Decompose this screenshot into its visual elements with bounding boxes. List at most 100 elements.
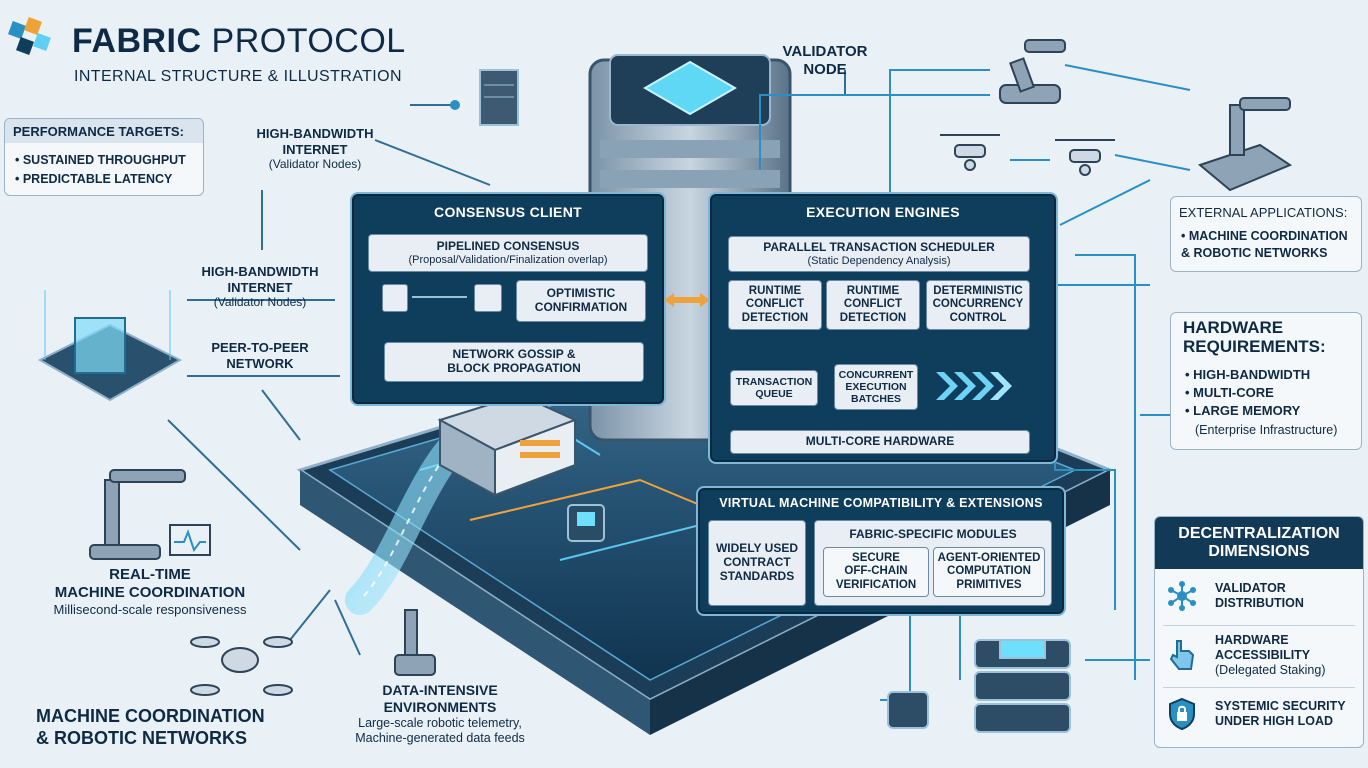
- decentral-item3-line2: UNDER HIGH LOAD: [1215, 714, 1346, 729]
- queue-line2: QUEUE: [755, 388, 792, 400]
- external-item-1: • MACHINE COORDINATION: [1181, 229, 1348, 244]
- performance-targets-panel: PERFORMANCE TARGETS: • SUSTAINED THROUGH…: [4, 118, 204, 196]
- high-bandwidth-mid-label: HIGH-BANDWIDTH INTERNET (Validator Nodes…: [185, 264, 335, 310]
- external-title: EXTERNAL APPLICATIONS:: [1179, 205, 1347, 221]
- decentral-item3-line1: SYSTEMIC SECURITY: [1215, 699, 1346, 714]
- gossip-line1: NETWORK GOSSIP &: [452, 348, 575, 362]
- hb-top-line3: (Validator Nodes): [240, 157, 390, 171]
- validator-label-line2: NODE: [770, 61, 880, 79]
- rc1-line3: DETECTION: [742, 312, 808, 325]
- decentralization-panel: DECENTRALIZATION DIMENSIONS VALIDATOR DI…: [1154, 516, 1364, 748]
- deterministic-concurrency-box: DETERMINISTIC CONCURRENCY CONTROL: [926, 280, 1030, 330]
- title-part-1: FABRIC: [72, 22, 202, 60]
- robot-arm-bottom: [395, 610, 435, 675]
- contract-standards-box: WIDELY USED CONTRACT STANDARDS: [708, 520, 806, 606]
- dc-line1: DETERMINISTIC: [933, 285, 1022, 298]
- robot-arm-right: [1200, 98, 1290, 190]
- hb-mid-line2: INTERNET: [185, 280, 335, 296]
- data-intensive-line2: ENVIRONMENTS: [320, 699, 560, 716]
- runtime-conflict-box-2: RUNTIME CONFLICT DETECTION: [826, 280, 920, 330]
- hb-mid-line3: (Validator Nodes): [185, 295, 335, 309]
- decentral-item2-line2: ACCESSIBILITY: [1215, 648, 1325, 663]
- scheduler-sub: (Static Dependency Analysis): [807, 255, 950, 268]
- dc-line3: CONTROL: [950, 312, 1007, 325]
- rc1-line2: CONFLICT: [746, 298, 804, 311]
- decentral-item2-sub: (Delegated Staking): [1215, 663, 1325, 678]
- decentral-item-2: HARDWARE ACCESSIBILITY (Delegated Stakin…: [1215, 633, 1325, 678]
- divider: [1163, 687, 1355, 688]
- bottom-title: MACHINE COORDINATION & ROBOTIC NETWORKS: [36, 706, 296, 749]
- bidirectional-arrow-icon: [664, 293, 710, 307]
- hardware-title-line2: REQUIREMENTS:: [1183, 338, 1326, 357]
- performance-title: PERFORMANCE TARGETS:: [13, 124, 184, 140]
- external-item-2: & ROBOTIC NETWORKS: [1181, 246, 1328, 261]
- performance-item-throughput: • SUSTAINED THROUGHPUT: [15, 153, 186, 168]
- title-part-2: PROTOCOL: [212, 22, 406, 60]
- realtime-line2: MACHINE COORDINATION: [30, 584, 270, 602]
- chevron-right-icon: [936, 372, 1016, 400]
- decentral-title-line2: DIMENSIONS: [1155, 543, 1363, 561]
- pipelined-label: PIPELINED CONSENSUS: [437, 240, 580, 254]
- secure-line1: SECURE: [852, 552, 900, 565]
- hardware-item-memory: • LARGE MEMORY: [1185, 403, 1300, 419]
- rc2-line2: CONFLICT: [844, 298, 902, 311]
- execution-engines-panel: EXECUTION ENGINES PARALLEL TRANSACTION S…: [708, 192, 1058, 464]
- data-intensive-sub1: Large-scale robotic telemetry,: [320, 716, 560, 731]
- contract-line3: STANDARDS: [720, 570, 794, 584]
- execution-title: EXECUTION ENGINES: [710, 204, 1056, 220]
- concurrent-batches-box: CONCURRENT EXECUTION BATCHES: [834, 364, 918, 410]
- network-hub-icon: [1167, 581, 1197, 611]
- left-validator-cube: [40, 290, 180, 400]
- data-intensive-sub2: Machine-generated data feeds: [320, 731, 560, 746]
- robot-arm-top: [1000, 40, 1065, 103]
- hardware-item-multicore: • MULTI-CORE: [1185, 385, 1274, 401]
- consensus-client-panel: CONSENSUS CLIENT PIPELINED CONSENSUS (Pr…: [350, 192, 666, 406]
- pipelined-consensus-box: PIPELINED CONSENSUS (Proposal/Validation…: [368, 234, 648, 272]
- scheduler-label: PARALLEL TRANSACTION SCHEDULER: [763, 241, 995, 255]
- scheduler-box: PARALLEL TRANSACTION SCHEDULER (Static D…: [728, 236, 1030, 272]
- data-intensive-label: DATA-INTENSIVE ENVIRONMENTS Large-scale …: [320, 682, 560, 746]
- hardware-title-line1: HARDWARE: [1183, 319, 1326, 338]
- server-rack-icon: [450, 70, 518, 125]
- robot-arm-left: [90, 470, 210, 559]
- rc2-line3: DETECTION: [840, 312, 906, 325]
- rc1-line1: RUNTIME: [749, 285, 801, 298]
- realtime-line1: REAL-TIME: [30, 566, 270, 584]
- drone-icon-1: [940, 135, 1000, 170]
- agent-primitives-box: AGENT-ORIENTED COMPUTATION PRIMITIVES: [933, 547, 1045, 597]
- chart-trend-icon: [474, 284, 502, 312]
- vm-compatibility-panel: VIRTUAL MACHINE COMPATIBILITY & EXTENSIO…: [696, 486, 1066, 616]
- consensus-title: CONSENSUS CLIENT: [352, 204, 664, 220]
- data-intensive-line1: DATA-INTENSIVE: [320, 682, 560, 699]
- p2p-line1: PEER-TO-PEER: [190, 340, 330, 356]
- vm-title: VIRTUAL MACHINE COMPATIBILITY & EXTENSIO…: [698, 496, 1064, 510]
- secure-verification-box: SECURE OFF-CHAIN VERIFICATION: [823, 547, 929, 597]
- performance-item-latency: • PREDICTABLE LATENCY: [15, 172, 172, 187]
- secure-line2: OFF-CHAIN: [844, 565, 907, 578]
- page-title: FABRIC PROTOCOL: [72, 24, 406, 58]
- hb-top-line2: INTERNET: [240, 142, 390, 158]
- bottom-title-line1: MACHINE COORDINATION: [36, 706, 296, 728]
- queue-line1: TRANSACTION: [736, 376, 812, 388]
- gossip-line2: BLOCK PROPAGATION: [447, 362, 581, 376]
- rc2-line1: RUNTIME: [847, 285, 899, 298]
- decentral-item1-line1: VALIDATOR: [1215, 581, 1304, 596]
- secure-line3: VERIFICATION: [836, 579, 916, 592]
- modules-title: FABRIC-SPECIFIC MODULES: [815, 527, 1051, 541]
- server-stack: [975, 640, 1070, 732]
- validator-node-label: VALIDATOR NODE: [770, 43, 880, 79]
- hand-pointer-icon: [1167, 637, 1197, 671]
- hardware-title: HARDWARE REQUIREMENTS:: [1183, 319, 1326, 356]
- batches-line3: BATCHES: [851, 393, 901, 405]
- pipelined-sub: (Proposal/Validation/Finalization overla…: [408, 254, 607, 267]
- page-subtitle: INTERNAL STRUCTURE & ILLUSTRATION: [74, 68, 402, 86]
- optimistic-line1: OPTIMISTIC: [547, 287, 616, 301]
- runtime-conflict-box-1: RUNTIME CONFLICT DETECTION: [728, 280, 822, 330]
- drone-icon-bottom: [191, 637, 292, 695]
- optimistic-confirmation-box: OPTIMISTIC CONFIRMATION: [516, 280, 646, 322]
- hardware-item-bandwidth: • HIGH-BANDWIDTH: [1185, 367, 1310, 383]
- multi-core-hardware-box: MULTI-CORE HARDWARE: [730, 430, 1030, 454]
- dc-line2: CONCURRENCY: [933, 298, 1024, 311]
- high-bandwidth-top-label: HIGH-BANDWIDTH INTERNET (Validator Nodes…: [240, 126, 390, 172]
- hardware-requirements-panel: HARDWARE REQUIREMENTS: • HIGH-BANDWIDTH …: [1170, 312, 1362, 450]
